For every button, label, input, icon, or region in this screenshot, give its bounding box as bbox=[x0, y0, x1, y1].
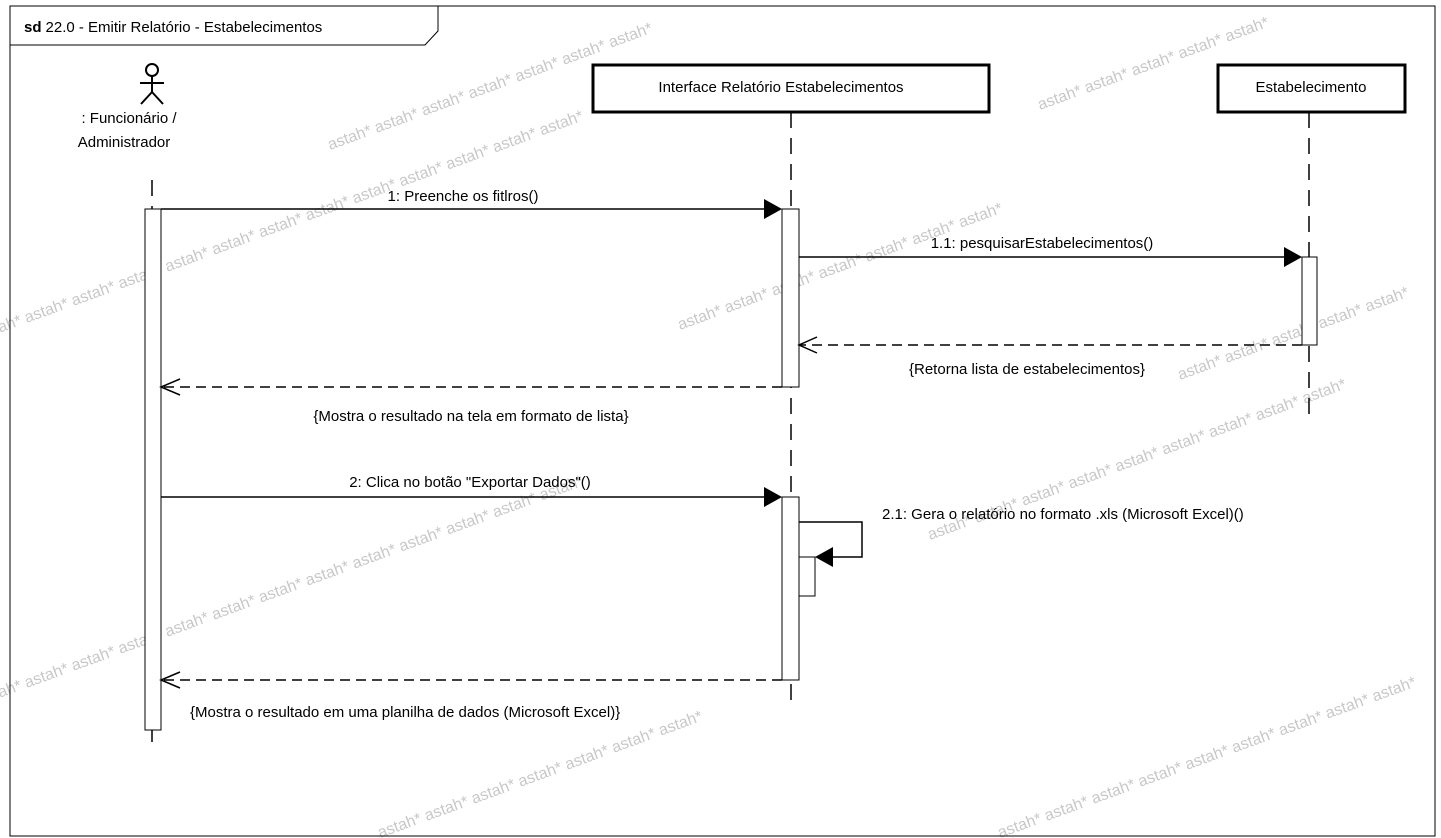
message-2-arrowhead bbox=[764, 487, 782, 507]
diagram-frame bbox=[9, 5, 1436, 837]
actor-icon bbox=[140, 63, 164, 105]
frame-keyword: sd bbox=[24, 19, 42, 36]
activation-actor bbox=[144, 208, 162, 731]
activation-interface-self bbox=[798, 556, 816, 597]
actor-label-line1: : Funcionário / bbox=[81, 110, 177, 127]
return-2-label: {Mostra o resultado em uma planilha de d… bbox=[190, 704, 620, 721]
return-1-label: {Mostra o resultado na tela em formato d… bbox=[313, 408, 628, 425]
message-1-arrowhead bbox=[764, 199, 782, 219]
message-2-1-arrow bbox=[799, 521, 863, 558]
message-1-1-label: 1.1: pesquisarEstabelecimentos() bbox=[931, 235, 1154, 252]
message-2-1-label: 2.1: Gera o relatório no formato .xls (M… bbox=[882, 506, 1244, 523]
frame-title-tab bbox=[10, 6, 439, 46]
lifeline-label-interface: Interface Relatório Estabelecimentos bbox=[658, 79, 903, 96]
message-1-1-arrowhead bbox=[1284, 247, 1302, 267]
watermark-line: astah* astah* astah* astah* astah* astah… bbox=[676, 200, 1005, 334]
return-1-arrowhead bbox=[159, 378, 181, 396]
message-1-label: 1: Preenche os fitlros() bbox=[388, 188, 539, 205]
activation-interface-1 bbox=[781, 208, 800, 388]
message-2-1-arrowhead bbox=[815, 547, 833, 567]
watermark-line: astah* astah* astah* astah* astah* astah… bbox=[0, 473, 586, 709]
activation-estabelecimento bbox=[1301, 256, 1318, 346]
activation-interface-2 bbox=[781, 496, 800, 681]
return-1-1-label: {Retorna lista de estabelecimentos} bbox=[909, 361, 1145, 378]
frame-title-text: 22.0 - Emitir Relatório - Estabeleciment… bbox=[46, 19, 323, 36]
lifeline-head-estabelecimento bbox=[1216, 63, 1407, 114]
return-1-1-arrowhead bbox=[797, 336, 818, 354]
watermark-line: astah* astah* astah* astah* astah* astah… bbox=[376, 708, 705, 838]
lifeline-head-interface bbox=[591, 63, 991, 114]
actor-label-line2: Administrador bbox=[78, 134, 171, 151]
return-2-arrowhead bbox=[159, 671, 181, 689]
watermark-line: astah* astah* astah* astah* astah* bbox=[1176, 284, 1412, 384]
watermark-line: astah* astah* astah* astah* astah* astah… bbox=[996, 674, 1419, 838]
lifeline-label-estabelecimento: Estabelecimento bbox=[1256, 79, 1367, 96]
message-2-label: 2: Clica no botão "Exportar Dados"() bbox=[349, 474, 591, 491]
